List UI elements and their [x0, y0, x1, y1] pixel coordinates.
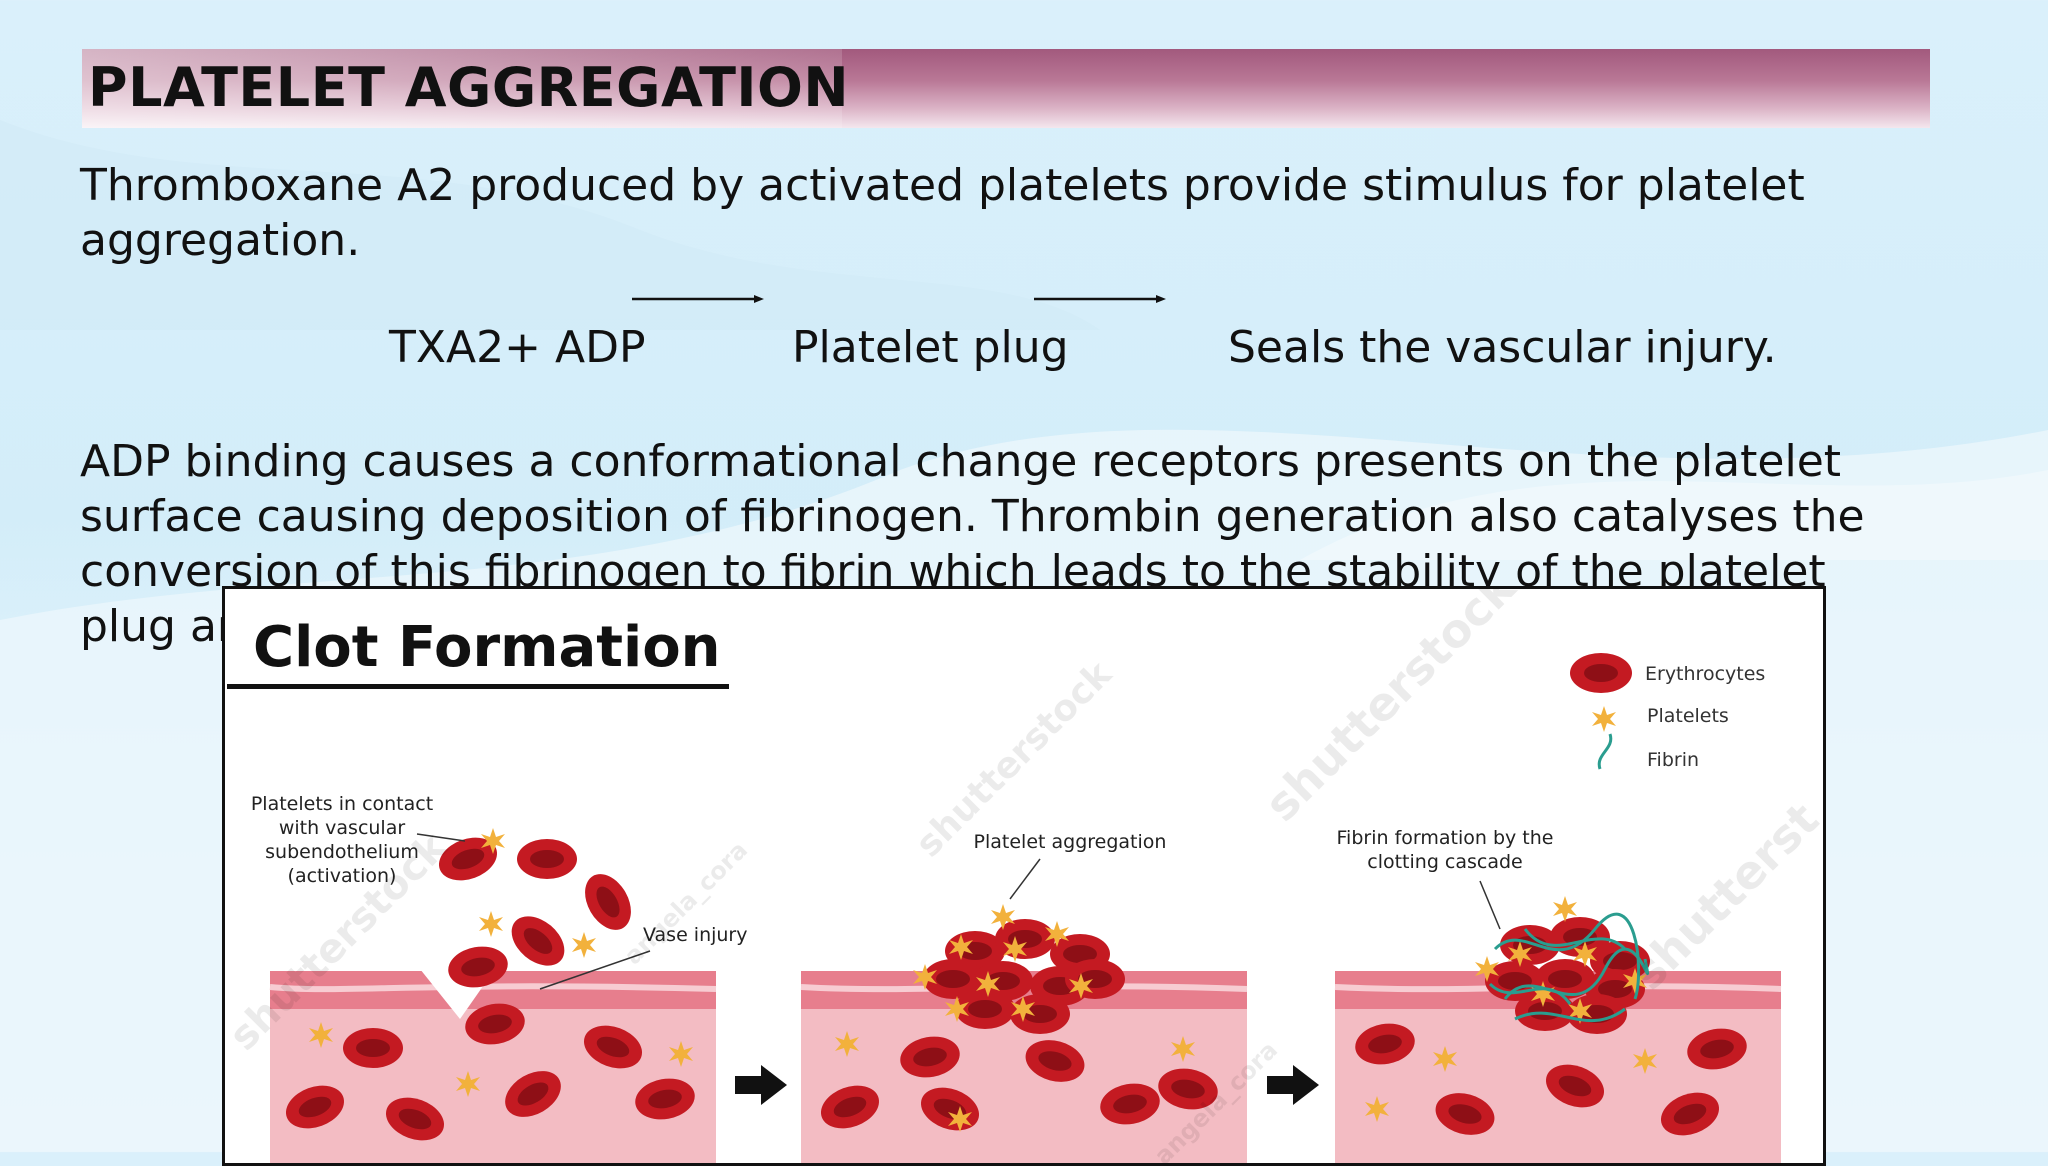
- title-bar-highlight: [82, 49, 842, 128]
- figure-title: Clot Formation: [253, 615, 721, 680]
- legend-label-erythrocytes: Erythrocytes: [1645, 663, 1766, 685]
- flow-step-seals-injury: Seals the vascular injury.: [1228, 322, 1777, 373]
- stage-arrow-1: [735, 1065, 787, 1105]
- flow-step-txa2-adp: TXA2+ ADP: [389, 322, 646, 373]
- paragraph-thromboxane: Thromboxane A2 produced by activated pla…: [80, 160, 1805, 266]
- figure-title-underline: [227, 684, 729, 689]
- tissue-panel-1: [269, 969, 717, 1163]
- clot-illustration: [269, 653, 1782, 1163]
- flow-arrow-1: [632, 295, 764, 303]
- label-vase-injury: Vase injury: [643, 924, 748, 946]
- slide-title: PLATELET AGGREGATION: [88, 56, 850, 119]
- legend-erythrocyte-icon: [1570, 653, 1632, 693]
- panel-3-clot: [1475, 896, 1650, 1034]
- flow-step-platelet-plug: Platelet plug: [792, 322, 1069, 373]
- legend-platelet-icon: [1592, 706, 1616, 732]
- label-platelets-contact: Platelets in contact with vascular suben…: [250, 793, 434, 887]
- label-platelet-aggregation: Platelet aggregation: [973, 831, 1167, 853]
- clot-formation-figure: Clot Formation Erythrocytes Platelets Fi…: [222, 586, 1826, 1166]
- legend-fibrin-icon: [1597, 733, 1613, 770]
- legend-label-fibrin: Fibrin: [1647, 749, 1700, 771]
- flow-arrow-2: [1034, 295, 1166, 303]
- label-fibrin-formation: Fibrin formation by the clotting cascade: [1336, 827, 1554, 873]
- stage-arrow-2: [1267, 1065, 1319, 1105]
- legend-label-platelets: Platelets: [1647, 705, 1729, 727]
